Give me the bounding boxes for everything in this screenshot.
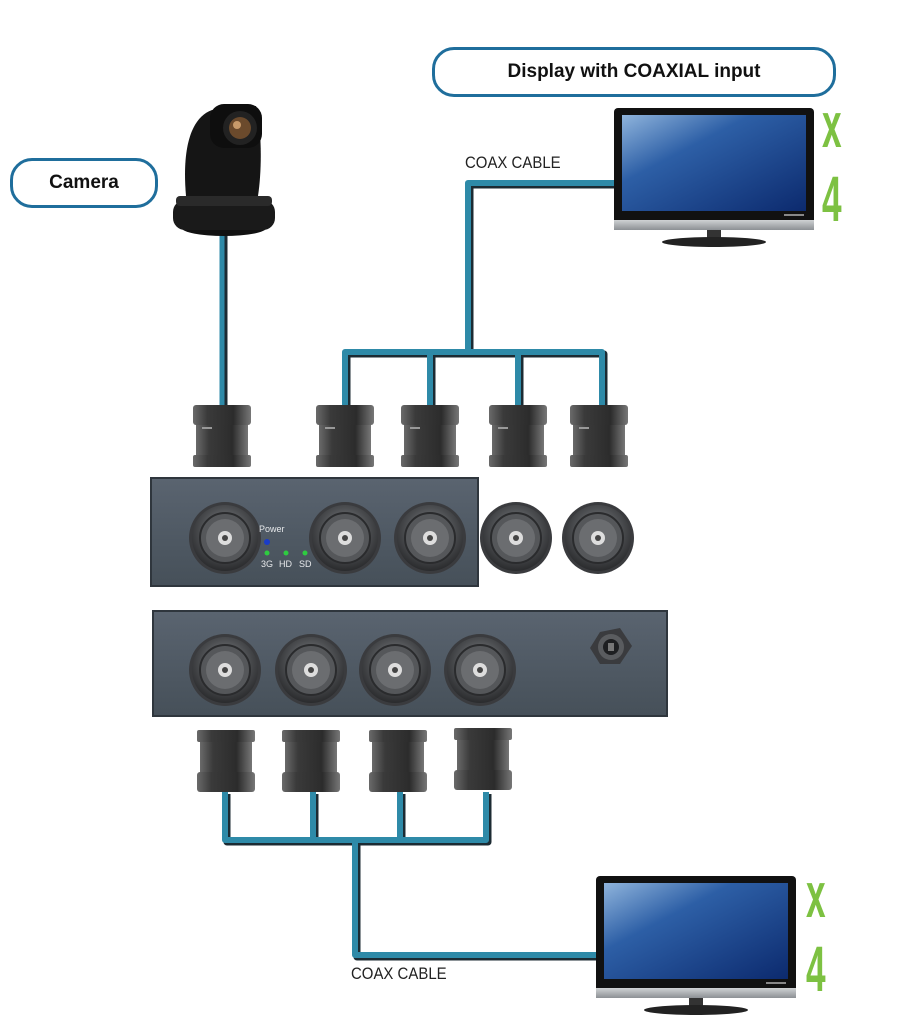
bnc-plug-rear-4 [454, 728, 512, 790]
bnc-port-input [188, 501, 262, 575]
bnc-port-rear-1 [188, 633, 262, 707]
bnc-plug-rear-2 [282, 730, 340, 792]
bnc-port-rear-2 [274, 633, 348, 707]
bnc-port-rear-4 [443, 633, 517, 707]
bnc-port-out-3 [479, 501, 553, 575]
bnc-plug-input [193, 405, 251, 467]
cable-bottom-tree [222, 792, 600, 961]
display-label: Display with COAXIAL input [432, 47, 836, 97]
power-led [264, 539, 270, 545]
bnc-plug-out-2 [401, 405, 459, 467]
bnc-port-out-2 [393, 501, 467, 575]
power-jack-icon [590, 628, 632, 664]
tv-display-top-icon [614, 108, 814, 247]
cable-top-tree [342, 180, 618, 410]
camera-label-text: Camera [49, 172, 119, 193]
ptz-camera-icon [173, 104, 275, 236]
cable-camera [219, 232, 228, 408]
cable-label-bottom: COAX CABLE [351, 964, 447, 983]
device-front-panel [150, 477, 635, 587]
bnc-port-out-1 [308, 501, 382, 575]
led-hd [283, 550, 289, 556]
multiplier-bottom: x 4 [806, 859, 829, 1005]
bnc-plug-out-1 [316, 405, 374, 467]
led-label-3g: 3G [261, 559, 274, 569]
led-label-hd: HD [279, 559, 292, 569]
led-sd [302, 550, 308, 556]
bnc-plug-rear-3 [369, 730, 427, 792]
device-rear-panel [152, 610, 668, 717]
bnc-plug-rear-1 [197, 730, 255, 792]
cable-label-top: COAX CABLE [465, 153, 561, 172]
bnc-plug-out-3 [489, 405, 547, 467]
led-label-sd: SD [299, 559, 312, 569]
multiplier-top: x 4 [822, 89, 845, 235]
power-led-label: Power [259, 524, 285, 534]
tv-display-bottom-icon [596, 876, 796, 1015]
led-3g [264, 550, 270, 556]
camera-label: Camera [10, 158, 158, 208]
bnc-port-rear-3 [358, 633, 432, 707]
bnc-plug-out-4 [570, 405, 628, 467]
bnc-port-out-4 [561, 501, 635, 575]
display-label-text: Display with COAXIAL input [507, 61, 761, 82]
